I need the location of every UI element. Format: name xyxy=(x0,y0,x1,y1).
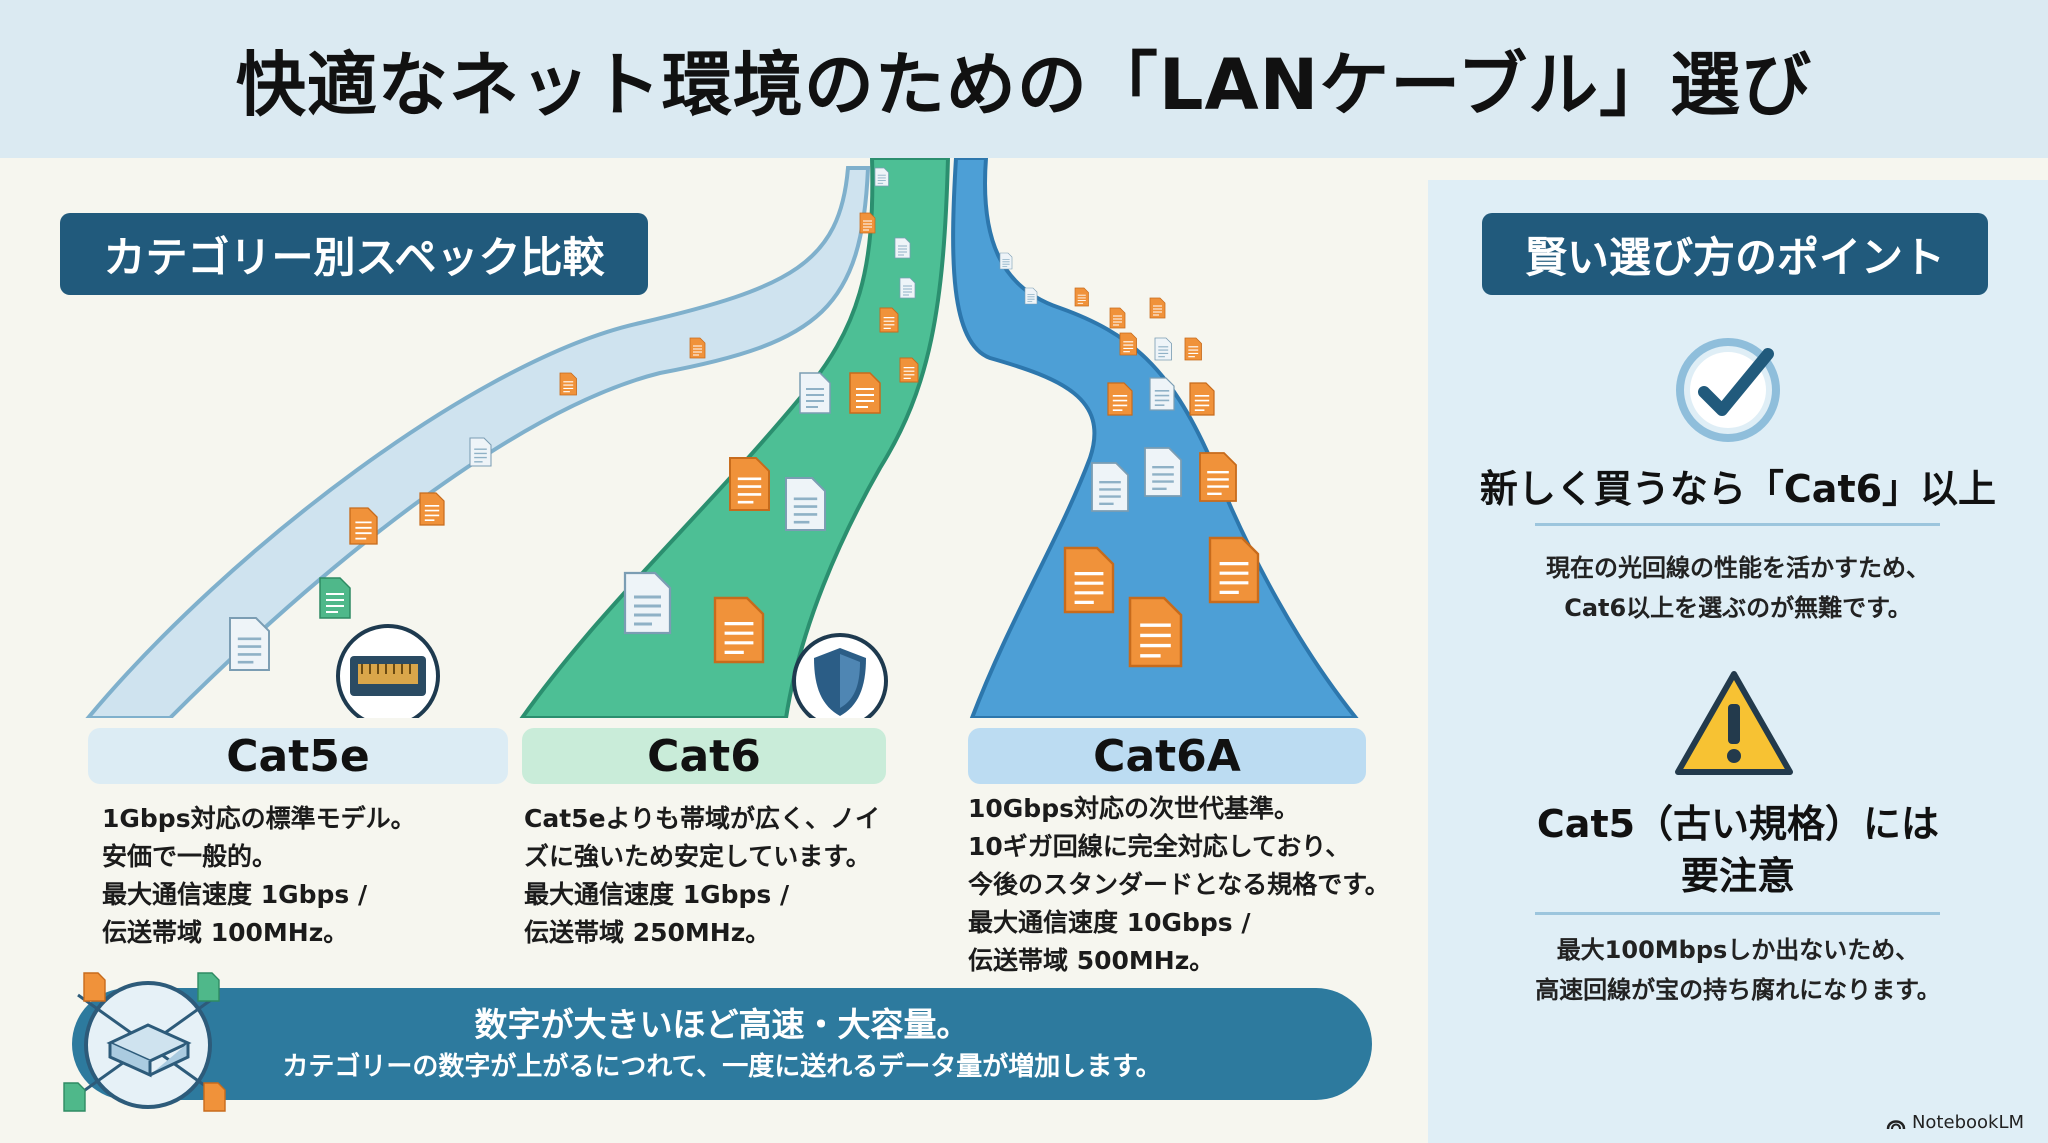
section-label-comparison: カテゴリー別スペック比較 xyxy=(60,213,648,295)
body-line: Cat6以上を選ぶのが無難です。 xyxy=(1564,594,1912,622)
cat6-label: Cat6 xyxy=(522,728,886,784)
point2-body: 最大100Mbpsしか出ないため、 高速回線が宝の持ち腐れになります。 xyxy=(1428,930,2048,1010)
description-line: 伝送帯域 250MHz。 xyxy=(524,918,771,947)
body-line: 最大100Mbpsしか出ないため、 xyxy=(1556,936,1920,964)
section-label-tips: 賢い選び方のポイント xyxy=(1482,213,1988,295)
description-line: 今後のスタンダードとなる規格です。 xyxy=(968,870,1390,899)
brand-name: NotebookLM xyxy=(1911,1112,2024,1133)
divider xyxy=(1535,523,1940,526)
cat5e-description: 1Gbps対応の標準モデル。 安価で一般的。 最大通信速度 1Gbps / 伝送… xyxy=(102,800,416,952)
description-line: 伝送帯域 500MHz。 xyxy=(968,946,1215,975)
description-line: 10Gbps対応の次世代基準。 xyxy=(968,794,1299,823)
point1-body: 現在の光回線の性能を活かすため、 Cat6以上を選ぶのが無難です。 xyxy=(1428,548,2048,628)
description-line: 最大通信速度 10Gbps / xyxy=(968,908,1251,937)
network-switch-icon xyxy=(63,972,226,1112)
point2-heading: Cat5（古い規格）には 要注意 xyxy=(1428,798,2048,902)
description-line: 最大通信速度 1Gbps / xyxy=(524,880,790,909)
body-line: 現在の光回線の性能を活かすため、 xyxy=(1546,554,1930,582)
title-bar: 快適なネット環境のための「LANケーブル」選び xyxy=(0,0,2048,158)
description-line: ズに強いため安定しています。 xyxy=(524,842,871,871)
description-line: 1Gbps対応の標準モデル。 xyxy=(102,804,416,833)
description-line: 伝送帯域 100MHz。 xyxy=(102,918,349,947)
description-line: Cat5eよりも帯域が広く、ノイ xyxy=(524,804,881,833)
notebooklm-logo-icon xyxy=(1886,1119,1906,1129)
shield-icon xyxy=(792,633,888,718)
brand-watermark: NotebookLM xyxy=(1886,1112,2024,1133)
cable-streams-illustration xyxy=(85,158,1359,718)
heading-line: 要注意 xyxy=(1680,854,1795,898)
description-line: 10ギガ回線に完全対応しており、 xyxy=(968,832,1351,861)
cat5e-label: Cat5e xyxy=(88,728,508,784)
cat6-description: Cat5eよりも帯域が広く、ノイ ズに強いため安定しています。 最大通信速度 1… xyxy=(524,800,880,952)
page-title: 快適なネット環境のための「LANケーブル」選び xyxy=(235,43,1813,126)
ethernet-port-icon xyxy=(336,624,440,718)
description-line: 安価で一般的。 xyxy=(102,842,278,871)
banner-headline: 数字が大きいほど高速・大容量。 xyxy=(474,1005,970,1044)
heading-line: Cat5（古い規格）には xyxy=(1536,802,1940,846)
body-line: 高速回線が宝の持ち腐れになります。 xyxy=(1535,976,1941,1004)
divider xyxy=(1535,912,1940,915)
check-circle-icon xyxy=(1676,338,1780,442)
description-line: 最大通信速度 1Gbps / xyxy=(102,880,368,909)
cat6a-label: Cat6A xyxy=(968,728,1366,784)
cat6a-description: 10Gbps対応の次世代基準。 10ギガ回線に完全対応しており、 今後のスタンダ… xyxy=(968,790,1390,980)
point1-heading: 新しく買うなら「Cat6」以上 xyxy=(1479,467,1997,511)
banner-subline: カテゴリーの数字が上がるにつれて、一度に送れるデータ量が増加します。 xyxy=(282,1052,1162,1082)
warning-icon xyxy=(1675,671,1793,775)
summary-banner: 数字が大きいほど高速・大容量。 カテゴリーの数字が上がるにつれて、一度に送れるデ… xyxy=(72,988,1372,1100)
